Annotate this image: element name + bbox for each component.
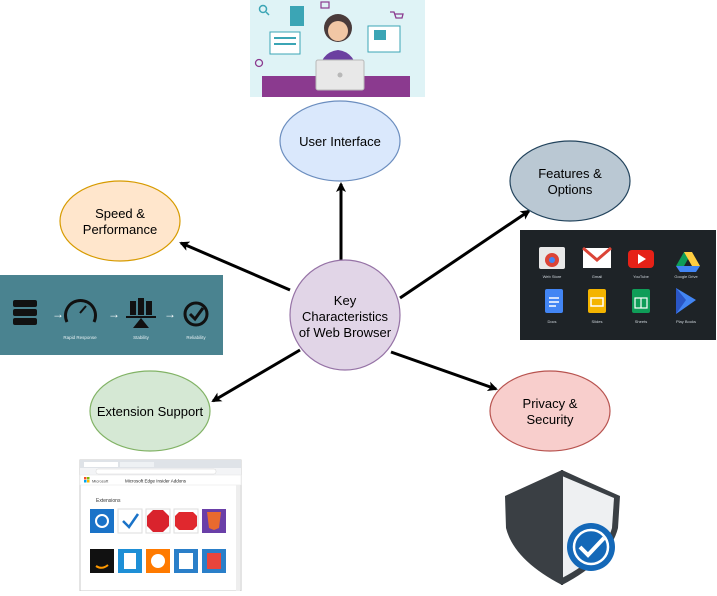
search-icon (258, 4, 270, 16)
web-store-icon (539, 247, 565, 269)
app-label-play-books: Play Books (676, 319, 696, 324)
arrow-to-features-options (399, 209, 531, 300)
node-center-key-characteristics[interactable]: Key Characteristics of Web Browser (289, 259, 401, 371)
docs-icon (545, 289, 563, 313)
node-label: Extension Support (97, 404, 204, 419)
arrow-right-icon: → (164, 307, 176, 321)
extension-tile (90, 549, 114, 573)
google-drive-icon (676, 252, 700, 272)
app-label-docs: Docs (547, 319, 556, 324)
center-label: of Web Browser (299, 325, 392, 340)
extensions-section-title: Extensions (96, 498, 121, 504)
privacy-security-illustration (505, 470, 620, 585)
app-label-google-drive: Google Drive (674, 274, 698, 279)
node-label: Speed & (95, 206, 145, 221)
gmail-icon (582, 246, 612, 268)
node-label: Options (548, 182, 593, 197)
app-label-sheets: Sheets (635, 319, 647, 324)
center-label: Characteristics (302, 309, 388, 324)
laptop-icon (315, 59, 365, 91)
node-features-options[interactable]: Features & Options (509, 140, 631, 222)
cart-icon (390, 11, 404, 19)
node-extension-support[interactable]: Extension Support (89, 370, 211, 452)
extension-tile (90, 509, 114, 533)
arrow-right-icon: → (52, 307, 64, 321)
mail-icon (320, 1, 330, 9)
checkmark-badge-icon (567, 523, 615, 571)
sheets-icon (632, 289, 650, 313)
speed-step-2: Stability (133, 335, 150, 340)
connector-arrows (179, 182, 531, 403)
arrow-to-speed-performance (179, 241, 291, 292)
speed-step-3: Reliability (186, 335, 206, 340)
speedometer-icon (64, 299, 97, 323)
app-label-slides: Slides (592, 319, 603, 324)
node-speed-performance[interactable]: Speed & Performance (59, 180, 181, 262)
arrow-to-privacy-security (390, 350, 498, 392)
extensions-brand: Microsoft (92, 479, 109, 484)
app-label-gmail: Gmail (592, 274, 603, 279)
arrow-to-extension-support (211, 348, 301, 403)
microsoft-logo (84, 477, 90, 483)
check-reload-icon (183, 301, 209, 327)
node-label: Privacy & (523, 396, 578, 411)
speed-step-1: Rapid Response (63, 335, 97, 340)
user-interface-illustration (250, 0, 425, 97)
power-icon (254, 58, 264, 68)
arrow-right-icon: → (108, 307, 120, 321)
youtube-icon (628, 250, 654, 268)
node-label: Performance (83, 222, 157, 237)
play-books-icon (676, 288, 696, 314)
node-label: User Interface (299, 134, 381, 149)
extensions-header: Microsoft Edge Insider Addons (125, 479, 187, 484)
extension-tile (117, 508, 143, 534)
app-label-web-store: Web Store (543, 274, 563, 279)
features-options-illustration: Web Store Gmail YouTube Google Drive Doc… (520, 230, 716, 340)
node-user-interface[interactable]: User Interface (279, 100, 401, 182)
app-label-youtube: YouTube (633, 274, 649, 279)
balance-icon (126, 298, 156, 328)
center-label: Key (334, 293, 357, 308)
extension-support-illustration: Microsoft Microsoft Edge Insider Addons … (79, 459, 242, 592)
speed-performance-illustration: → → → Rapid Response Stability Reliabili… (0, 275, 223, 355)
slides-icon (588, 289, 606, 313)
database-icon (13, 300, 37, 325)
node-label: Features & (538, 166, 602, 181)
node-privacy-security[interactable]: Privacy & Security (489, 370, 611, 452)
node-label: Security (527, 412, 574, 427)
